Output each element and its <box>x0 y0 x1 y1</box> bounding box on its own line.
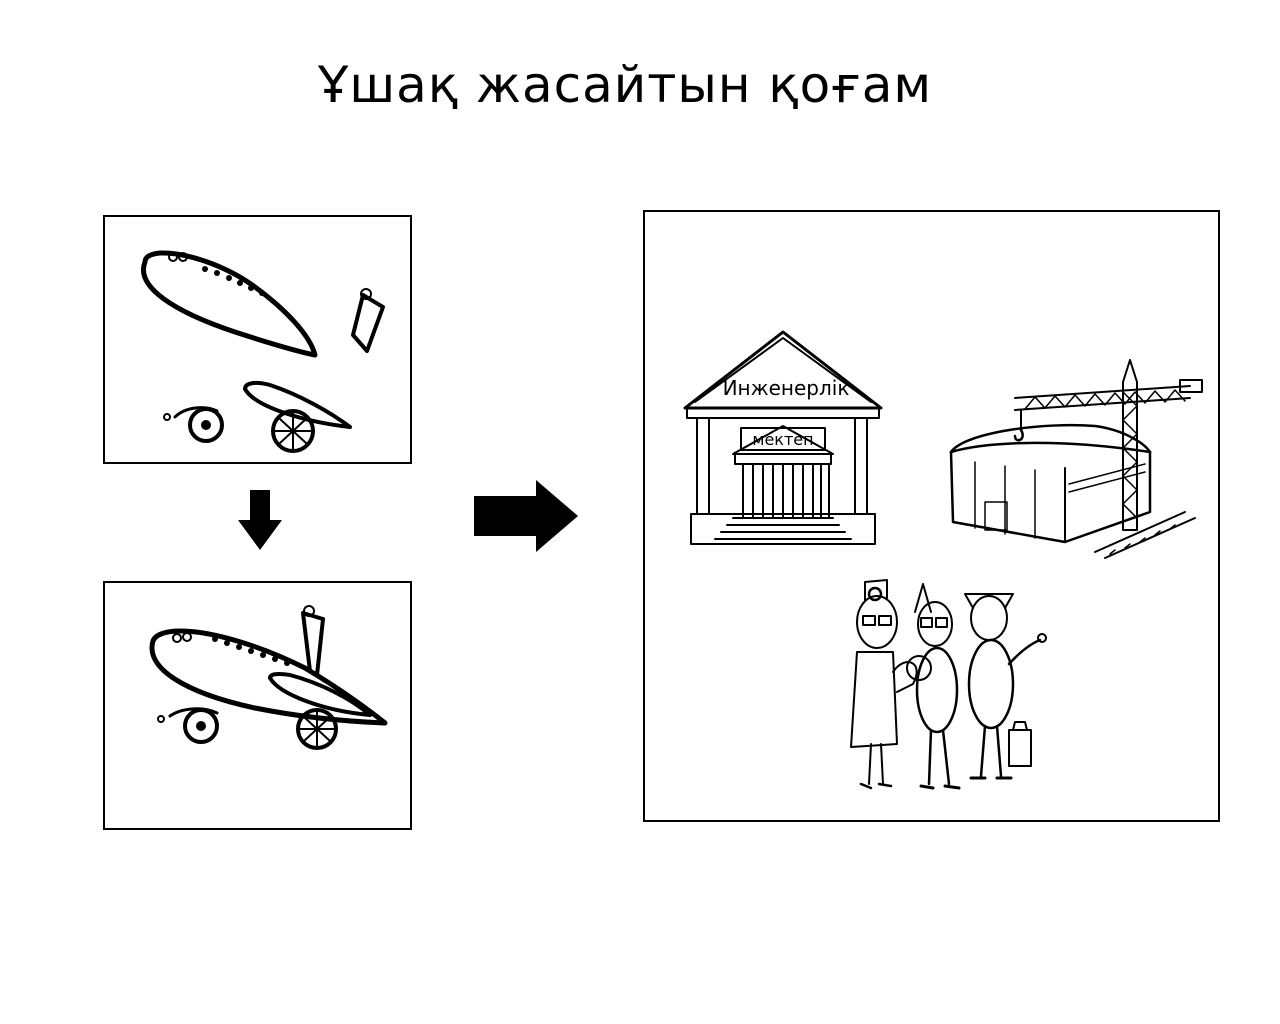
school-label-bottom: мектеп <box>752 430 813 449</box>
airplane-parts-panel <box>103 215 412 464</box>
school-label-top: Инженерлік <box>723 376 850 400</box>
engineering-school-building: Инженерлік мектеп <box>683 330 883 545</box>
assembled-airplane-panel <box>103 581 412 830</box>
down-arrow-icon <box>238 490 282 550</box>
airplane-parts-drawing <box>141 250 385 453</box>
airplane-drawing <box>149 605 388 750</box>
slide-title: Ұшақ жасайтын қоғам <box>317 56 933 114</box>
factory-with-crane <box>949 359 1203 559</box>
engineers-group <box>850 579 1047 790</box>
society-panel: Инженерлік мектеп <box>643 210 1220 822</box>
right-arrow-icon <box>474 480 578 552</box>
